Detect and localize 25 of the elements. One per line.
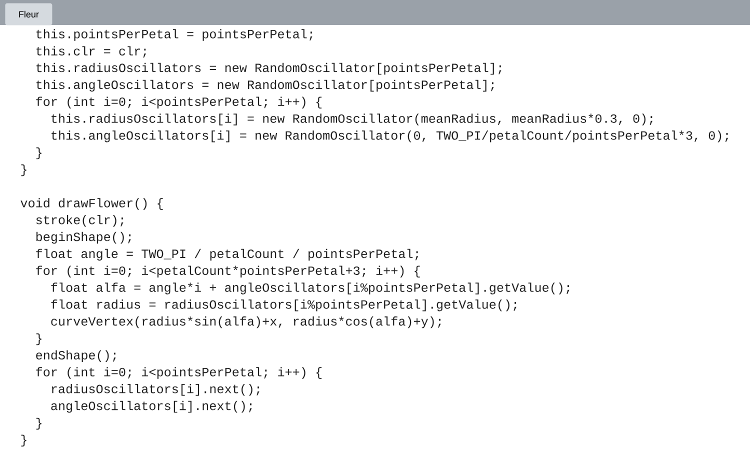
code-line: radiusOscillators[i].next(); [52,384,260,396]
file-tab: Fleur [5,3,52,26]
code-line: this.angleOscillators[i] = new RandomOscillator(0, TWO_PI/petalCount/pointsPerPetal*3, 0); [52,130,728,142]
code-line: curveVertex(radius*sin(alfa)+x, radius*cos(alfa)+y); [51,316,441,328]
code-line: stroke(clr); [36,215,124,227]
code-line: } [36,333,42,346]
code-line: angleOscillators[i].next(); [51,400,252,413]
code-line: void drawFlower() { [20,198,163,210]
code-line: } [21,164,26,176]
code-line: beginShape(); [36,232,131,244]
code-line: } [36,147,42,160]
code-line: this.pointsPerPetal = pointsPerPetal; [36,29,312,41]
code-line: endShape(); [36,350,116,362]
code-line: this.angleOscillators = new RandomOscillator[pointsPerPetal]; [36,80,494,92]
code-line: } [36,418,42,430]
code-line: this.radiusOscillators[i] = new RandomOscillator(meanRadius, meanRadius*0.3, 0); [52,114,652,126]
code-line: } [21,434,26,446]
code-line: float radius = radiusOscillators[i%pointsPerPetal].getValue(); [51,300,516,312]
code-line: this.clr = clr; [36,46,146,58]
code-line: float angle = TWO_PI / petalCount / pointsPerPetal; [36,248,418,261]
code-line: this.radiusOscillators = new RandomOscillator[pointsPerPetal]; [36,62,502,75]
code-line: for (int i=0; i<petalCount*pointsPerPetal+3; i++) { [36,266,420,278]
code-line: float alfa = angle*i + angleOscillators[i%pointsPerPetal].getValue(); [51,282,570,294]
code-line: for (int i=0; i<pointsPerPetal; i++) { [36,96,322,108]
code-line: for (int i=0; i<pointsPerPetal; i++) { [36,367,322,379]
